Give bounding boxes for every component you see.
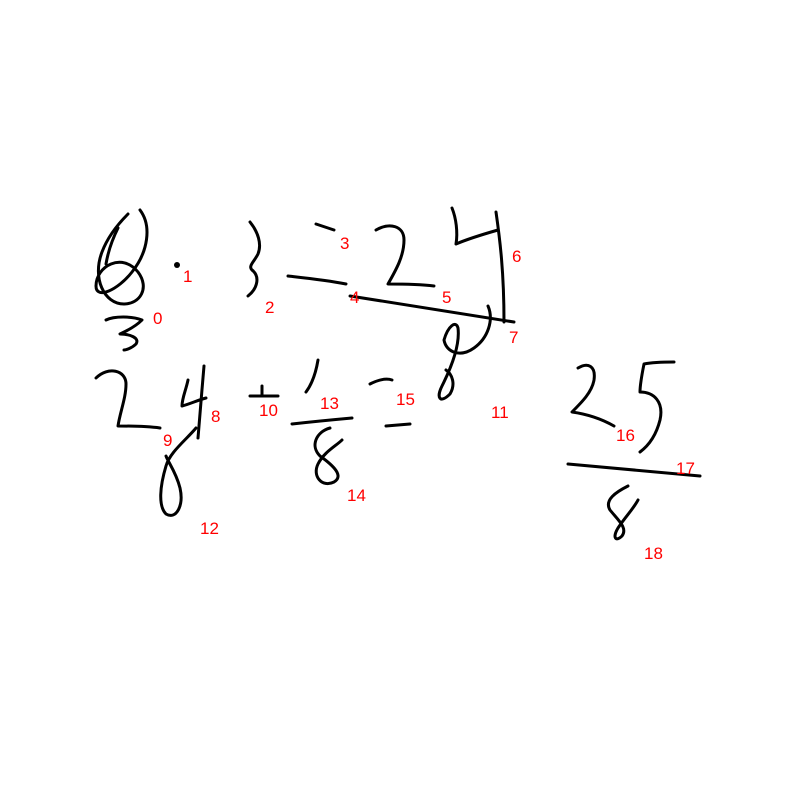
stroke-2-path	[246, 220, 262, 298]
stroke-1-dot	[174, 262, 180, 268]
stroke-0	[94, 208, 149, 352]
stroke-6-path	[450, 206, 500, 246]
stroke-5-path	[374, 224, 436, 288]
stroke-0-path	[94, 208, 149, 306]
stroke-index-label: 9	[163, 431, 172, 450]
stroke-index-label: 16	[616, 426, 635, 445]
stroke-index-label: 13	[320, 394, 339, 413]
stroke-6-path-b	[494, 210, 506, 324]
stroke-11-path	[437, 304, 492, 401]
stroke-9	[94, 369, 162, 430]
stroke-index-label: 15	[396, 390, 415, 409]
stroke-10	[248, 384, 280, 398]
stroke-13	[304, 358, 320, 394]
stroke-index-label: 14	[347, 486, 366, 505]
stroke-index-label: 17	[676, 459, 695, 478]
stroke-17	[566, 360, 702, 478]
stroke-6	[450, 206, 506, 324]
stroke-index-label: 3	[340, 234, 349, 253]
stroke-11	[437, 304, 492, 401]
stroke-13-path	[304, 358, 320, 394]
stroke-8-path-b	[196, 364, 206, 440]
stroke-8-path	[180, 378, 208, 408]
stroke-15	[368, 377, 412, 428]
stroke-18	[607, 484, 640, 541]
stroke-index-label: 6	[512, 247, 521, 266]
stroke-16-path	[570, 363, 616, 428]
stroke-4-path	[286, 274, 348, 286]
stroke-7	[348, 294, 516, 324]
stroke-3	[314, 222, 336, 232]
stroke-index-label: 4	[350, 288, 359, 307]
stroke-1	[174, 262, 180, 268]
stroke-17-path-b	[566, 462, 702, 478]
stroke-16	[570, 363, 616, 428]
stroke-12	[159, 426, 198, 517]
stroke-18-path	[607, 484, 640, 541]
stroke-8	[180, 364, 208, 440]
stroke-index-label: 2	[265, 298, 274, 317]
stroke-4	[286, 274, 348, 286]
stroke-15-path	[368, 377, 394, 386]
stroke-14-path	[290, 416, 354, 426]
stroke-0-path-c	[104, 315, 144, 352]
stroke-index-label: 12	[200, 519, 219, 538]
stroke-9-path	[94, 369, 162, 430]
stroke-14-path-b	[313, 426, 344, 485]
stroke-index-label: 1	[183, 267, 192, 286]
stroke-15-path-b	[384, 422, 412, 428]
stroke-7-path	[348, 294, 516, 324]
stroke-17-path	[638, 360, 676, 454]
stroke-3-path	[314, 222, 336, 232]
stroke-2	[246, 220, 262, 298]
stroke-index-label: 18	[644, 544, 663, 563]
stroke-12-path	[159, 426, 198, 517]
stroke-0-path-b	[104, 226, 120, 266]
stroke-5	[374, 224, 436, 288]
stroke-index-label: 11	[491, 403, 509, 422]
stroke-index-label: 5	[442, 288, 451, 307]
stroke-index-label: 7	[509, 328, 518, 347]
stroke-index-label: 8	[211, 407, 220, 426]
stroke-14	[290, 416, 354, 485]
stroke-index-label: 0	[153, 309, 162, 328]
stroke-index-label: 10	[259, 401, 278, 420]
